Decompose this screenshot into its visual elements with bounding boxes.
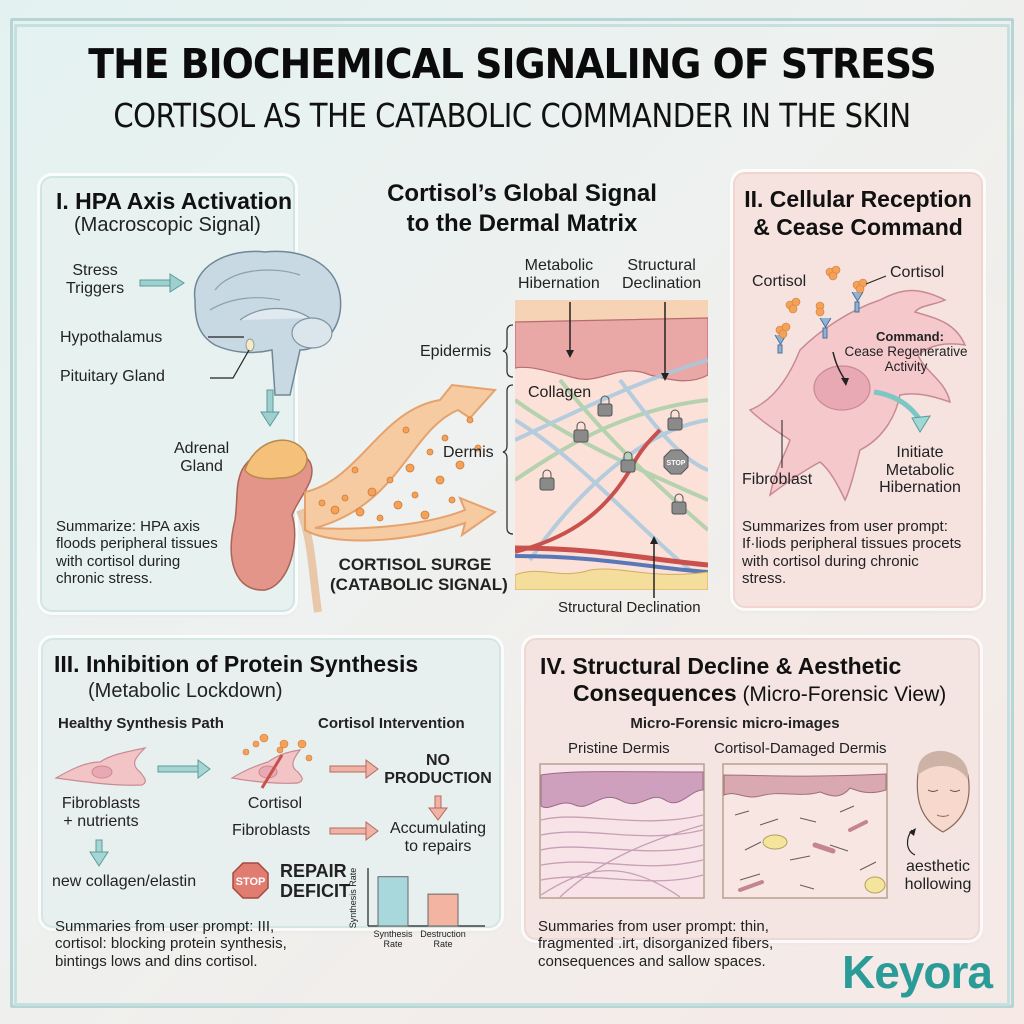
label-collagen: Collagen — [528, 384, 592, 401]
surge-label-line1: CORTISOL SURGE — [338, 555, 492, 574]
label-initiate-hibernation: Initiate Metabolic Hibernation — [879, 444, 961, 497]
label-hypothalamus: Hypothalamus — [60, 329, 163, 346]
lock-icon — [539, 395, 687, 515]
bar-1 — [427, 893, 459, 927]
label-repair-deficit: REPAIR DEFICIT — [280, 861, 350, 901]
page-subtitle: CORTISOL AS THE CATABOLIC COMMANDER IN T… — [113, 96, 911, 135]
chart-y-label: Synthesis Rate — [348, 868, 358, 929]
cortisol-molecules — [775, 265, 868, 339]
panel4-title-line1: IV. Structural Decline & Aesthetic — [540, 653, 902, 679]
intervention-heading: Cortisol Intervention — [318, 715, 465, 732]
label-pristine-dermis: Pristine Dermis — [568, 740, 670, 757]
label-pituitary-gland: Pituitary Gland — [60, 368, 165, 385]
face-icon — [906, 750, 970, 856]
label-adrenal-gland: Adrenal Gland — [174, 440, 230, 475]
panel3-title: III. Inhibition of Protein Synthesis — [54, 651, 419, 677]
label-accumulating-repairs: Accumulating to repairs — [389, 820, 487, 855]
panel4-title-rest: (Micro-Forensic View) — [736, 683, 947, 706]
label-fibroblasts: Fibroblasts — [232, 822, 311, 839]
label-fibroblasts-nutrients: Fibroblasts + nutrients — [61, 795, 141, 830]
label-epidermis: Epidermis — [420, 343, 492, 360]
bar-label-0: Rate — [383, 939, 402, 949]
bar-label-1: Destruction — [420, 929, 466, 939]
brain-icon — [193, 250, 342, 396]
label-damaged-dermis: Cortisol-Damaged Dermis — [714, 740, 887, 757]
fibroblast-icon — [54, 747, 147, 786]
inner-frame — [14, 24, 1010, 1006]
panel4-title-line2: Consequences (Micro-Forensic View) — [573, 680, 946, 707]
bar-label-0: Synthesis — [373, 929, 413, 939]
panel3-summary: Summaries from user prompt: III, cortiso… — [55, 918, 287, 970]
panel1-summary: Summarize: HPA axis floods peripheral ti… — [56, 518, 218, 587]
nucleus-icon — [813, 365, 871, 411]
center-stop-text: STOP — [667, 460, 686, 467]
arrow-down-icon — [89, 839, 109, 867]
surge-label-line2: (CATABOLIC SIGNAL) — [330, 575, 508, 594]
cortisol-surge-arrow — [304, 383, 498, 542]
panel4-title-bold: Consequences — [573, 680, 737, 706]
label-cortisol: Cortisol — [247, 795, 303, 812]
label-cortisol-right: Cortisol — [890, 264, 945, 281]
stop-sign-icon — [663, 449, 689, 475]
label-structural-declination-bottom: Structural Declination — [558, 599, 701, 616]
label-dermis: Dermis — [443, 444, 494, 461]
panel1-subtitle: (Macroscopic Signal) — [74, 214, 261, 236]
label-structural-declination-top: Structural Declination — [622, 257, 702, 292]
panel3-subtitle: (Metabolic Lockdown) — [88, 680, 283, 702]
brand-logo: Keyora — [842, 946, 993, 998]
label-aesthetic-hollowing: aesthetic hollowing — [904, 858, 972, 893]
panel2-title-line1: II. Cellular Reception — [744, 186, 972, 212]
pristine-dermis-image — [539, 763, 705, 899]
arrow-down-icon — [428, 795, 448, 821]
outer-frame — [10, 18, 1014, 1008]
kidney-icon — [230, 439, 322, 613]
label-stress-triggers: Stress Triggers — [66, 262, 125, 297]
bar-0 — [377, 876, 409, 927]
arrow-right-icon — [329, 821, 379, 841]
arrow-right-icon — [139, 273, 185, 293]
panel2-title-line2: & Cease Command — [753, 214, 963, 240]
page-title: THE BIOCHEMICAL SIGNALING OF STRESS — [88, 40, 936, 88]
panel4-summary: Summaries from user prompt: thin, fragme… — [538, 918, 774, 970]
center-title-line1: Cortisol’s Global Signal — [387, 180, 657, 207]
damaged-fibroblast-icon — [230, 749, 303, 789]
damaged-dermis-image — [722, 763, 888, 899]
stop-sign-icon — [232, 862, 269, 899]
label-metabolic-hibernation: Metabolic Hibernation — [518, 257, 600, 292]
synthesis-bar-chart: Synthesis Rate SynthesisRateDestructionR… — [348, 868, 485, 949]
panel3-stop-text: STOP — [236, 876, 266, 888]
center-title-line2: to the Dermal Matrix — [406, 210, 638, 237]
panel1-title: I. HPA Axis Activation — [56, 188, 293, 214]
arrow-right-icon — [157, 759, 211, 779]
label-fibroblast: Fibroblast — [742, 471, 813, 488]
healthy-path-heading: Healthy Synthesis Path — [58, 715, 224, 732]
arrow-right-icon — [329, 759, 379, 779]
arrow-down-icon — [260, 389, 280, 427]
cortisol-molecules — [242, 733, 313, 762]
receptor-icon — [774, 291, 864, 354]
bar-label-1: Rate — [433, 939, 452, 949]
panel2-summary: Summarizes from user prompt: If·liods pe… — [742, 518, 962, 587]
label-command-body: Cease Regenerative Activity — [844, 344, 968, 374]
label-new-collagen: new collagen/elastin — [52, 873, 197, 890]
label-cortisol-left: Cortisol — [752, 273, 807, 290]
micro-images-heading: Micro-Forensic micro-images — [630, 715, 840, 732]
cortisol-molecules — [318, 416, 482, 522]
label-no-production: NO PRODUCTION — [384, 752, 492, 787]
label-command-head: Command: — [876, 329, 944, 344]
